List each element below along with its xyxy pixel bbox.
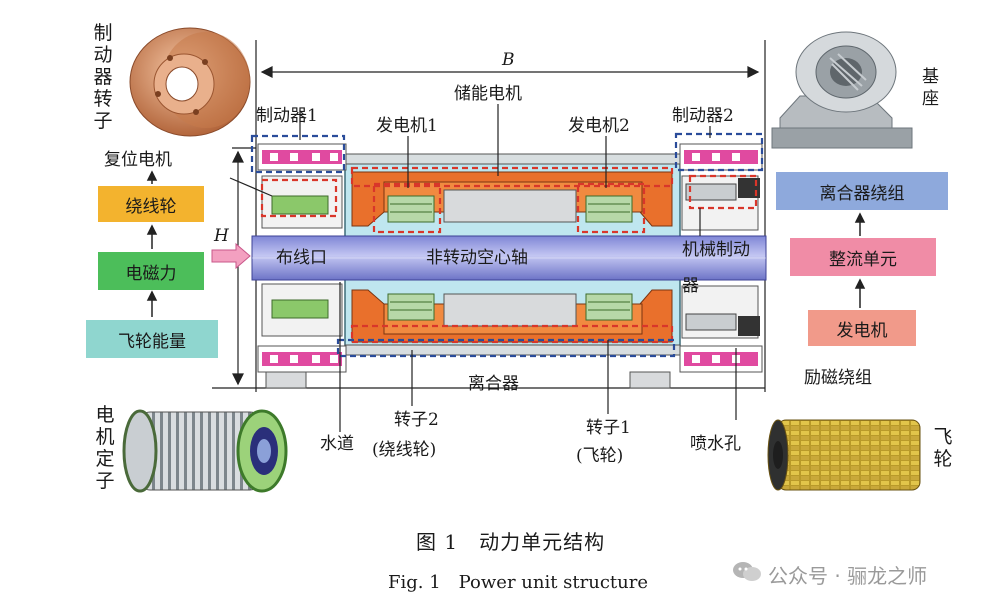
label-rotor1-sub: (飞轮) (576, 446, 624, 466)
highlight-boxes (250, 132, 764, 358)
flow-box-rectifier: 整流单元 (790, 238, 936, 276)
brake-rotor-image (129, 27, 251, 137)
wechat-icon (732, 560, 762, 584)
flow-box-generator: 发电机 (808, 310, 916, 346)
label-motor-stator: 电机定子 (95, 404, 115, 492)
left-assembly (257, 143, 347, 389)
watermark-text: 公众号 · 骊龙之师 (768, 564, 928, 588)
figure-caption-cn: 图 1 动力单元结构 (416, 530, 606, 554)
label-rotor2-sub: (绕线轮) (372, 440, 437, 460)
flow-box-flywheel-energy: 飞轮能量 (86, 320, 218, 358)
label-brake1: 制动器1 (256, 106, 318, 126)
H-arrow (211, 242, 251, 270)
hollow-shaft (251, 235, 767, 281)
label-flywheel: 飞轮 (933, 426, 953, 470)
label-water-channel: 水道 (320, 434, 354, 454)
flow-box-clutch-winding: 离合器绕组 (776, 172, 948, 210)
right-assembly (629, 143, 763, 389)
label-hollow-shaft: 非转动空心轴 (426, 248, 528, 268)
label-reset-motor: 复位电机 (104, 150, 172, 170)
label-brake-rotor: 制动器转子 (93, 22, 113, 132)
flywheel-image (767, 419, 921, 491)
base-image (771, 31, 913, 149)
label-mech-brake: 机械制动器 (682, 240, 750, 296)
label-spray-hole: 喷水孔 (690, 434, 741, 454)
flow-arrows (146, 170, 866, 317)
label-generator1: 发电机1 (376, 116, 438, 136)
label-generator2: 发电机2 (568, 116, 630, 136)
label-dim-H: H (214, 226, 229, 246)
motor-stator-image (122, 409, 288, 493)
label-base: 基座 (922, 67, 939, 109)
label-rotor1: 转子1 (586, 418, 631, 438)
figure-caption-en: Fig. 1 Power unit structure (388, 572, 648, 593)
label-brake2: 制动器2 (672, 106, 734, 126)
leader-lines (229, 104, 737, 432)
label-clutch: 离合器 (468, 374, 519, 394)
label-rotor2: 转子2 (394, 410, 439, 430)
dimension-lines (212, 40, 766, 392)
label-energy-motor: 储能电机 (454, 84, 522, 104)
label-dim-B: B (502, 50, 515, 70)
flow-box-em-force: 电磁力 (98, 252, 204, 290)
label-wiring-port: 布线口 (276, 248, 327, 268)
flow-box-winding-wheel: 绕线轮 (98, 186, 204, 222)
label-excitation-winding: 励磁绕组 (804, 368, 872, 388)
